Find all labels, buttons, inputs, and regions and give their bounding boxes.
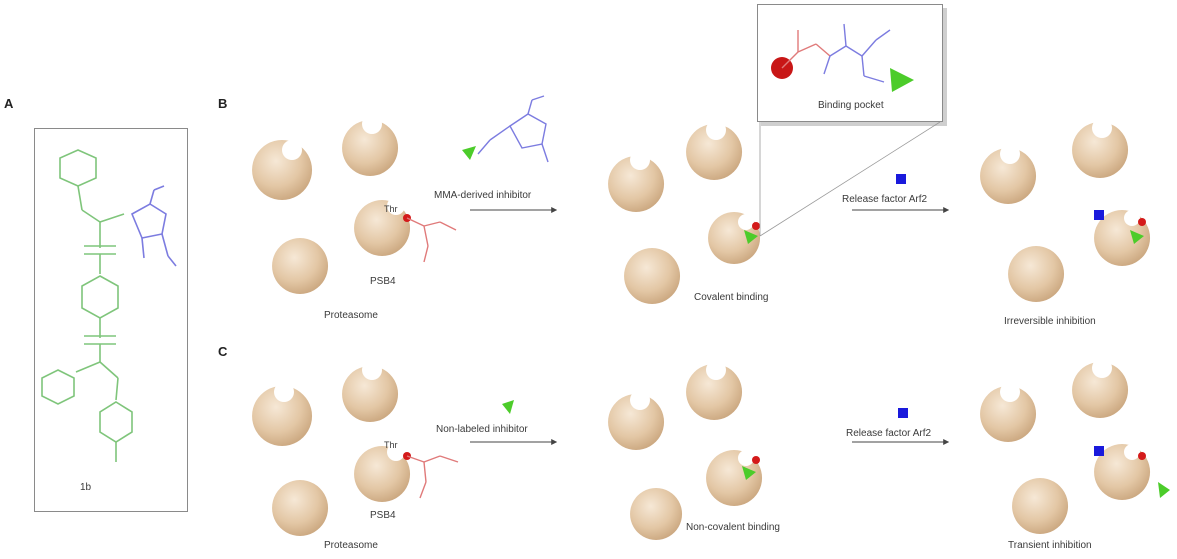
- middle-label-b: Covalent binding: [694, 292, 769, 303]
- proteasome-group-c1: [252, 360, 459, 536]
- final-label-b: Irreversible inhibition: [1004, 316, 1096, 327]
- proteasome-group-b3: [980, 118, 1151, 302]
- middle-label-c: Non-covalent binding: [686, 522, 780, 533]
- proteasome-group-c3: [980, 358, 1170, 534]
- proteasome-label-b: Proteasome: [324, 310, 378, 321]
- residue-label-b: Thr: [384, 204, 398, 214]
- green-triangle-ligand: [462, 146, 476, 160]
- cyclohexyl-ring-top: [59, 149, 97, 187]
- inset-structure: [771, 23, 914, 92]
- panel-label-a: A: [4, 96, 14, 111]
- panel-label-b: B: [218, 96, 228, 111]
- proteasome-group-b2: [608, 120, 761, 304]
- compound-warhead: [130, 185, 177, 267]
- free-mma-inhibitor: [477, 95, 549, 163]
- inset-label: Binding pocket: [818, 100, 884, 111]
- compound-structure: [41, 149, 133, 462]
- step2-label-c: Release factor Arf2: [846, 428, 932, 439]
- proteasome-subunit: [272, 238, 329, 294]
- proteasome-label-c: Proteasome: [324, 540, 378, 551]
- release-factor-square: [898, 408, 908, 418]
- residue-label-c: Thr: [384, 440, 398, 450]
- release-factor-square: [896, 174, 906, 184]
- step1-label-c: Non-labeled inhibitor: [436, 424, 528, 435]
- site-label-b: PSB4: [370, 276, 396, 287]
- site-label-c: PSB4: [370, 510, 396, 521]
- aromatic-ring: [81, 275, 119, 319]
- release-factor-square: [1094, 210, 1104, 220]
- proteasome-subunit: [342, 120, 399, 176]
- final-label-c: Transient inhibition: [1008, 540, 1092, 551]
- compound-label: 1b: [80, 482, 92, 493]
- released-green-triangle: [1158, 482, 1170, 498]
- cyclohexyl-ring-bottom: [41, 369, 75, 405]
- proteasome-subunit: [252, 140, 313, 200]
- green-triangle-ligand: [744, 230, 758, 244]
- green-triangle-ligand: [890, 68, 914, 92]
- step1-label-b: MMA-derived inhibitor: [434, 190, 532, 201]
- phenyl-ring: [99, 401, 133, 443]
- proteasome-group-c2: [608, 360, 763, 540]
- panel-label-c: C: [218, 344, 228, 359]
- green-triangle-ligand: [502, 400, 514, 414]
- compound-box: [34, 128, 188, 512]
- proteasome-group-b1: [252, 114, 457, 294]
- threonine-residue: [406, 217, 457, 263]
- step2-label-b: Release factor Arf2: [842, 194, 928, 205]
